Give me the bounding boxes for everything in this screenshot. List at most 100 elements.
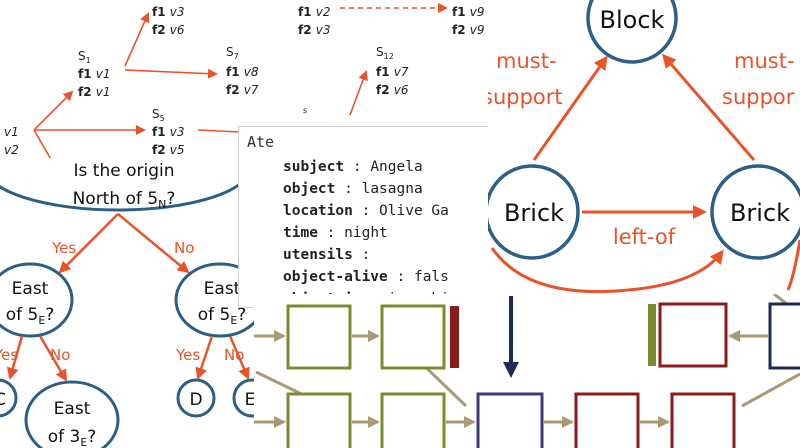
node-brick-right bbox=[710, 164, 800, 260]
state-s5: S5 f1 v3 f2 v5 bbox=[152, 107, 185, 157]
tree-left-line1: East bbox=[12, 279, 49, 299]
tree-label-left-yes: Yes bbox=[0, 346, 18, 364]
svg-text:f1 v3: f1 v3 bbox=[152, 5, 185, 19]
tree-root-line2: North of 5N? bbox=[73, 189, 176, 211]
tree-edge-left-yes bbox=[6, 335, 24, 380]
edge-bottom-curve bbox=[490, 247, 724, 294]
box-olive-a2 bbox=[380, 304, 446, 370]
tree-label-right-no: No bbox=[224, 346, 244, 364]
state-top-far: f1 v9 f2 v9 bbox=[452, 5, 485, 37]
tree-label-left-no: No bbox=[50, 346, 70, 364]
frame-row-time: time : night bbox=[283, 225, 388, 241]
tree-label-yes: Yes bbox=[51, 239, 76, 257]
tree-leaf-east3 bbox=[24, 380, 120, 448]
frame-title: Ate bbox=[247, 133, 275, 151]
tree-leaf-east3-line1: East bbox=[54, 399, 91, 419]
node-brick-left bbox=[488, 164, 580, 260]
svg-text:f1 v1: f1 v1 bbox=[78, 67, 111, 81]
frame-row-utensils: utensils : bbox=[283, 247, 371, 263]
label-must-support-right-2: suppor bbox=[722, 85, 795, 109]
state-top-right: f1 v3 f2 v6 bbox=[152, 5, 185, 37]
svg-text:f1 v9: f1 v9 bbox=[452, 5, 485, 19]
frame-row-object: object : lasagna bbox=[283, 181, 423, 197]
state-s7: S7 f1 v8 f2 v7 bbox=[226, 45, 259, 97]
svg-text:f1 v7: f1 v7 bbox=[376, 65, 409, 79]
svg-text:v1: v1 bbox=[4, 125, 19, 139]
node-block bbox=[586, 0, 678, 64]
svg-text:S1: S1 bbox=[78, 49, 91, 65]
frame-row-location: location : Olive Ga bbox=[283, 203, 449, 219]
tree-leaf-c-label: C bbox=[0, 390, 6, 410]
svg-text:S7: S7 bbox=[226, 45, 239, 61]
semantic-net-diagram: Block Brick Brick must- support must- su… bbox=[488, 0, 800, 300]
edge-right-must-support bbox=[662, 53, 756, 161]
box-olive-b2 bbox=[380, 392, 446, 448]
tree-label-right-yes: Yes bbox=[175, 346, 200, 364]
svg-text:f2 v3: f2 v3 bbox=[298, 23, 331, 37]
tree-edge-right-yes bbox=[195, 335, 214, 380]
node-block-label: Block bbox=[600, 6, 665, 34]
arrow-s1-to-s7 bbox=[124, 68, 218, 79]
state-left-partial: v1 v2 bbox=[4, 125, 19, 157]
box-darkred-a3 bbox=[658, 302, 728, 368]
frame-row-subject: subject : Angela bbox=[283, 159, 423, 175]
svg-text:f1 v2: f1 v2 bbox=[298, 5, 331, 19]
svg-text:f2 v7: f2 v7 bbox=[226, 83, 259, 97]
svg-text:S5: S5 bbox=[152, 107, 165, 123]
connector-diag-4 bbox=[741, 372, 800, 408]
box-olive-a1 bbox=[286, 304, 352, 370]
node-brick-right-label: Brick bbox=[730, 199, 790, 227]
arrow-s5-right bbox=[197, 129, 241, 133]
svg-text:f2 v1: f2 v1 bbox=[78, 85, 111, 99]
svg-text:v2: v2 bbox=[4, 143, 19, 157]
svg-text:f2 v6: f2 v6 bbox=[376, 83, 409, 97]
tree-right-line2: of 5E? bbox=[198, 305, 247, 327]
box-darkred-b5 bbox=[670, 392, 736, 448]
tree-root-line1: Is the origin bbox=[74, 161, 175, 181]
label-must-support-left-1: must- bbox=[496, 49, 557, 73]
box-network-diagram bbox=[254, 294, 800, 448]
svg-text:f2 v5: f2 v5 bbox=[152, 143, 185, 157]
tree-right-line1: East bbox=[204, 279, 241, 299]
arrow-s1-to-top bbox=[124, 12, 150, 67]
tree-left-node bbox=[0, 262, 74, 338]
tree-left-line2: of 5E? bbox=[6, 305, 55, 327]
state-partial-label: s bbox=[303, 106, 307, 115]
state-s1: S1 f1 v1 f2 v1 bbox=[78, 49, 111, 99]
decision-tree: Is the origin North of 5N? Yes No East o… bbox=[0, 158, 260, 448]
box-navy-a4 bbox=[768, 302, 800, 370]
tree-leaf-d bbox=[176, 378, 216, 418]
event-frame-panel: Ate subject : Angela object : lasagna lo… bbox=[238, 126, 490, 308]
tree-edge-right-no bbox=[228, 335, 250, 380]
frame-row-object-alive: object-alive : fals bbox=[283, 269, 449, 285]
arrow-left-to-s1 bbox=[33, 90, 74, 131]
svg-text:f1 v8: f1 v8 bbox=[226, 65, 259, 79]
tree-edge-no bbox=[117, 213, 190, 274]
box-olive-b1 bbox=[286, 392, 352, 448]
tree-leaf-e-label: E bbox=[245, 390, 256, 410]
edge-right-curve bbox=[786, 239, 800, 291]
tree-leaf-e bbox=[232, 378, 260, 418]
tree-leaf-east3-line2: of 3E? bbox=[48, 427, 97, 448]
node-brick-left-label: Brick bbox=[504, 199, 564, 227]
svg-text:f2 v6: f2 v6 bbox=[152, 23, 185, 37]
label-left-of: left-of bbox=[613, 225, 676, 249]
box-darkred-b4 bbox=[574, 392, 640, 448]
tree-edge-yes bbox=[58, 213, 119, 274]
tree-leaf-c bbox=[0, 378, 18, 418]
state-s12: S12 f1 v7 f2 v6 bbox=[376, 45, 409, 97]
bar-olive-a bbox=[648, 304, 656, 366]
svg-text:S12: S12 bbox=[376, 45, 394, 61]
tree-leaf-d-label: D bbox=[189, 390, 202, 410]
label-must-support-right-1: must- bbox=[734, 49, 795, 73]
svg-text:f1 v3: f1 v3 bbox=[152, 125, 185, 139]
edge-left-must-support bbox=[532, 55, 608, 161]
svg-text:f2 v9: f2 v9 bbox=[452, 23, 485, 37]
arrow-to-s12 bbox=[349, 70, 368, 116]
label-must-support-left-2: support bbox=[488, 85, 563, 109]
box-purple-b3 bbox=[476, 392, 544, 448]
bar-darkred-a bbox=[450, 306, 459, 368]
state-top-mid: f1 v2 f2 v3 bbox=[298, 5, 331, 37]
tree-label-no: No bbox=[174, 239, 194, 257]
